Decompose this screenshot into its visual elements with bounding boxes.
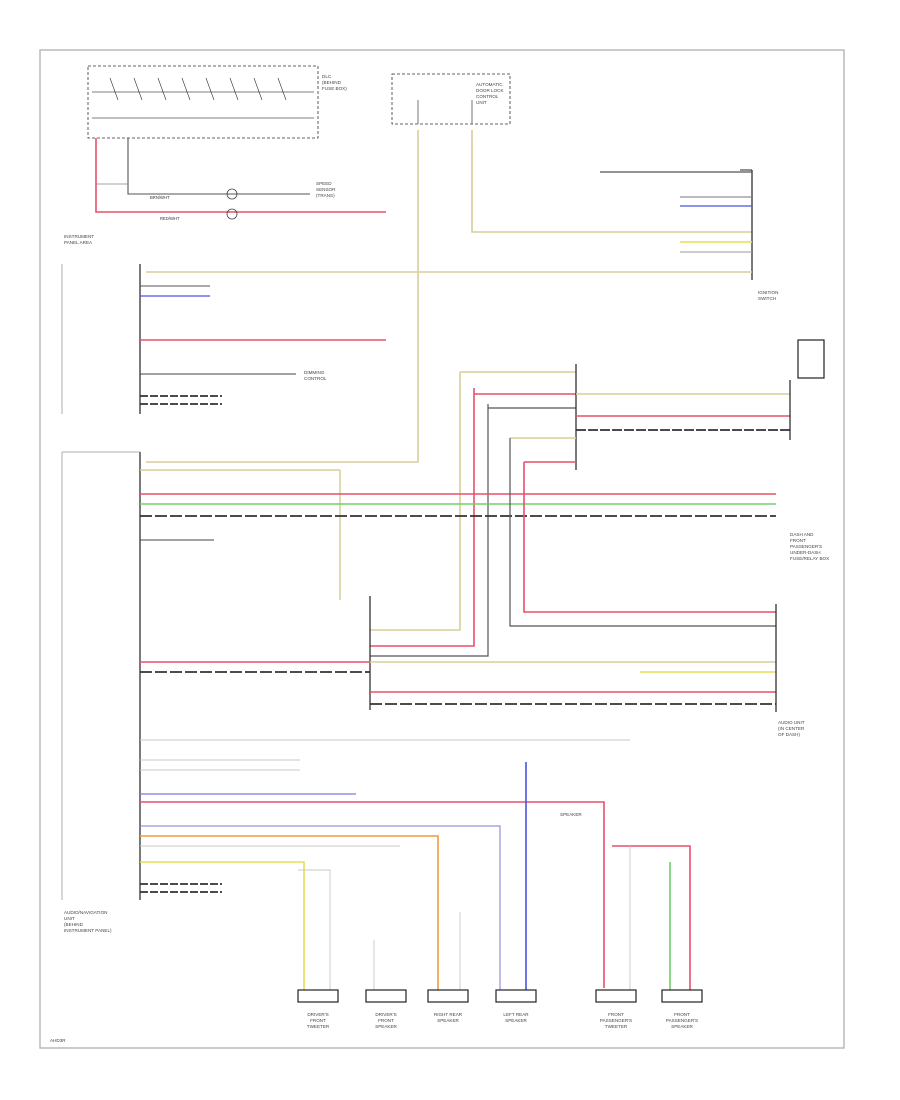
diagram-frame: [39, 49, 845, 1049]
svg-text:TWEETER: TWEETER: [605, 1024, 628, 1029]
side-note-1: SPEED SENSOR (TRANS): [316, 181, 336, 198]
speaker-passenger-speaker: FRONT PASSENGER'S SPEAKER: [661, 989, 703, 1029]
svg-text:AUDIO/NAVIGATION: AUDIO/NAVIGATION: [64, 910, 107, 915]
svg-text:RIGHT REAR: RIGHT REAR: [434, 1012, 463, 1017]
svg-text:PASSENGER'S: PASSENGER'S: [600, 1018, 632, 1023]
right-mid-label: IGNITION SWITCH: [758, 290, 778, 301]
svg-text:SPEAKER: SPEAKER: [437, 1018, 459, 1023]
svg-text:CONTROL: CONTROL: [304, 376, 327, 381]
fuse-label-line-1: DLC: [322, 74, 332, 79]
svg-text:TWEETER: TWEETER: [307, 1024, 330, 1029]
svg-text:SPEAKER: SPEAKER: [560, 812, 582, 817]
svg-text:RED/WHT: RED/WHT: [160, 216, 180, 221]
svg-text:DRIVER'S: DRIVER'S: [307, 1012, 328, 1017]
rear-right-label: SPEAKER: [560, 812, 582, 817]
svg-text:UNDER-DASH: UNDER-DASH: [790, 550, 821, 555]
svg-text:DRIVER'S: DRIVER'S: [375, 1012, 396, 1017]
svg-text:CONTROL: CONTROL: [476, 94, 499, 99]
svg-text:SENSOR: SENSOR: [316, 187, 336, 192]
svg-text:FRONT: FRONT: [790, 538, 806, 543]
speaker-driver-front-speaker: DRIVER'S FRONT SPEAKER: [365, 989, 407, 1029]
right-control-wires: [146, 171, 752, 273]
speaker-wiring: [140, 739, 691, 990]
svg-text:SPEAKER: SPEAKER: [375, 1024, 397, 1029]
speaker-right-rear: RIGHT REAR SPEAKER: [427, 989, 469, 1023]
right-control-unit: [740, 169, 753, 280]
svg-text:(BEHIND: (BEHIND: [64, 922, 84, 927]
lower-bus-wires: [140, 438, 777, 712]
wire-label-red: RED/WHT BRN/WHT: [150, 195, 180, 221]
top-center-connectors: [391, 73, 511, 125]
svg-text:AUTOMATIC: AUTOMATIC: [476, 82, 503, 87]
svg-text:FRONT: FRONT: [310, 1018, 326, 1023]
svg-text:DIMMING: DIMMING: [304, 370, 325, 375]
svg-text:BRN/WHT: BRN/WHT: [150, 195, 170, 200]
long-bus-wires: [140, 469, 776, 600]
top-left-wiring: [95, 138, 386, 220]
svg-text:INSTRUMENT: INSTRUMENT: [64, 234, 94, 239]
svg-text:PANEL AREA: PANEL AREA: [64, 240, 93, 245]
fuse-block-label: DLC (BEHIND FUSE BOX): [322, 74, 347, 91]
svg-text:UNIT: UNIT: [476, 100, 487, 105]
upper-left-module-label: INSTRUMENT PANEL AREA: [64, 234, 94, 245]
svg-text:FRONT: FRONT: [674, 1012, 690, 1017]
svg-text:INSTRUMENT PANEL): INSTRUMENT PANEL): [64, 928, 112, 933]
svg-text:LEFT REAR: LEFT REAR: [503, 1012, 529, 1017]
tan-vertical-wires: [146, 130, 752, 463]
svg-text:FRONT: FRONT: [608, 1012, 624, 1017]
svg-text:DASH AND: DASH AND: [790, 532, 814, 537]
svg-text:PASSENGER'S: PASSENGER'S: [666, 1018, 698, 1023]
svg-text:FUSE/RELAY BOX: FUSE/RELAY BOX: [790, 556, 829, 561]
audio-unit-label: AUDIO/NAVIGATION UNIT (BEHIND INSTRUMENT…: [64, 910, 112, 933]
svg-text:SWITCH: SWITCH: [758, 296, 776, 301]
right-conn-label: DASH AND FRONT PASSENGER'S UNDER-DASH FU…: [790, 532, 829, 561]
speaker-passenger-tweeter: FRONT PASSENGER'S TWEETER: [595, 989, 637, 1029]
svg-text:(IN CENTER: (IN CENTER: [778, 726, 805, 731]
svg-text:UNIT: UNIT: [64, 916, 75, 921]
fuse-block: [87, 65, 319, 139]
audio-unit-label-right: AUDIO UNIT (IN CENTER OF DASH): [778, 720, 805, 737]
audio-unit: [61, 451, 141, 900]
right-switch: [789, 339, 825, 440]
upper-left-wires: [140, 285, 386, 405]
svg-text:IGNITION: IGNITION: [758, 290, 778, 295]
side-note-2: DIMMING CONTROL: [304, 370, 327, 381]
footer-code: AHD3R: [50, 1038, 66, 1043]
fuse-label-line-2: (BEHIND: [322, 80, 342, 85]
fuse-label-line-3: FUSE BOX): [322, 86, 347, 91]
speaker-row: DRIVER'S FRONT TWEETER DRIVER'S FRONT SP…: [297, 989, 703, 1029]
svg-text:SPEAKER: SPEAKER: [505, 1018, 527, 1023]
svg-text:AUDIO UNIT: AUDIO UNIT: [778, 720, 805, 725]
svg-text:FRONT: FRONT: [378, 1018, 394, 1023]
speaker-driver-front-tweeter: DRIVER'S FRONT TWEETER: [297, 989, 339, 1029]
svg-text:(TRANS): (TRANS): [316, 193, 335, 198]
svg-text:PASSENGER'S: PASSENGER'S: [790, 544, 822, 549]
top-right-note: AUTOMATIC DOOR LOCK CONTROL UNIT: [476, 82, 505, 105]
upper-left-module: [61, 264, 141, 414]
middle-junction: [370, 364, 790, 657]
svg-text:SPEAKER: SPEAKER: [671, 1024, 693, 1029]
svg-text:SPEED: SPEED: [316, 181, 332, 186]
svg-text:OF DASH): OF DASH): [778, 732, 800, 737]
speaker-left-rear: LEFT REAR SPEAKER: [495, 989, 537, 1023]
svg-text:DOOR LOCK: DOOR LOCK: [476, 88, 505, 93]
